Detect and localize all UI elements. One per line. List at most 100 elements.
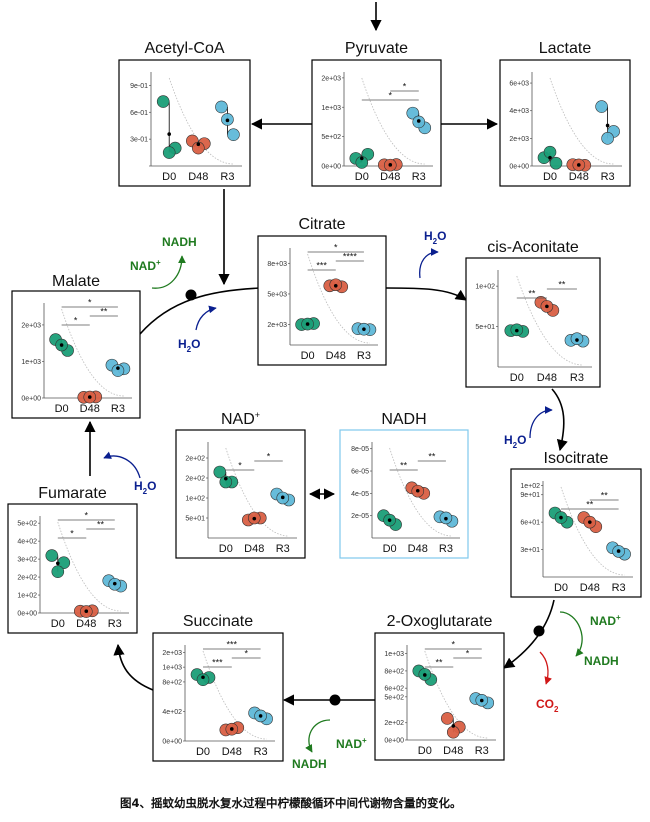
y-tick-label: 1e+03 bbox=[384, 651, 404, 658]
x-category-D48: D48 bbox=[244, 543, 264, 555]
x-category-D0: D0 bbox=[543, 171, 557, 183]
mean-marker bbox=[559, 515, 563, 520]
mean-marker bbox=[577, 163, 581, 167]
x-category-D0: D0 bbox=[383, 543, 397, 555]
panel-title: Malate bbox=[52, 273, 100, 290]
y-tick-label: 6e+02 bbox=[384, 686, 404, 693]
group-D48 bbox=[219, 721, 245, 737]
group-D0 bbox=[49, 333, 74, 357]
y-tick-label: 2e+03 bbox=[321, 75, 341, 82]
mean-marker bbox=[545, 304, 549, 309]
x-category-D0: D0 bbox=[55, 403, 69, 415]
group-R3 bbox=[105, 358, 131, 377]
mean-marker bbox=[451, 724, 456, 728]
trend-guide bbox=[168, 77, 234, 165]
panel-title: NADH bbox=[381, 411, 426, 428]
panel-title: Succinate bbox=[183, 613, 253, 630]
mean-marker bbox=[360, 156, 364, 161]
mean-marker bbox=[112, 581, 117, 586]
sig-label: * bbox=[88, 298, 92, 308]
sig-label: * bbox=[74, 316, 78, 326]
x-category-R3: R3 bbox=[254, 746, 268, 758]
data-point bbox=[162, 146, 176, 159]
data-point bbox=[595, 100, 608, 113]
y-tick-label: 8e+02 bbox=[162, 679, 182, 686]
mean-marker bbox=[415, 488, 420, 493]
x-category-D48: D48 bbox=[326, 350, 346, 362]
y-tick-label: 8e+02 bbox=[384, 668, 404, 675]
group-D48 bbox=[186, 134, 211, 155]
mean-marker bbox=[224, 476, 228, 481]
mean-marker bbox=[548, 155, 552, 160]
group-R3 bbox=[406, 106, 432, 135]
x-category-D48: D48 bbox=[222, 746, 242, 758]
group-R3 bbox=[606, 541, 631, 561]
x-category-D0: D0 bbox=[355, 171, 369, 183]
y-tick-label: 5e+01 bbox=[475, 324, 495, 331]
x-category-R3: R3 bbox=[220, 171, 234, 183]
group-D0 bbox=[412, 664, 438, 686]
data-point bbox=[156, 95, 170, 108]
y-tick-label: 9e+01 bbox=[520, 492, 540, 499]
y-tick-label: 1e+02 bbox=[520, 483, 540, 490]
y-tick-label: 3e+02 bbox=[17, 557, 37, 564]
data-point bbox=[196, 673, 210, 687]
y-tick-label: 0e+00 bbox=[17, 611, 37, 618]
mean-marker bbox=[116, 366, 120, 370]
x-category-D0: D0 bbox=[301, 350, 315, 362]
group-D0 bbox=[537, 145, 563, 170]
panel-title: Pyruvate bbox=[345, 40, 408, 57]
trend-guide bbox=[361, 77, 425, 165]
trend-guide bbox=[307, 253, 370, 344]
sig-label: **** bbox=[343, 252, 358, 262]
mean-marker bbox=[387, 518, 392, 522]
y-tick-label: 2e+03 bbox=[509, 136, 529, 143]
group-D48 bbox=[440, 712, 466, 739]
group-D0 bbox=[548, 506, 574, 529]
y-tick-label: 8e-05 bbox=[351, 446, 369, 453]
group-R3 bbox=[595, 100, 620, 145]
data-point bbox=[213, 465, 227, 479]
x-category-R3: R3 bbox=[357, 350, 371, 362]
mean-marker bbox=[479, 698, 484, 703]
panel-frame bbox=[11, 290, 141, 419]
mean-marker bbox=[87, 395, 92, 399]
x-category-R3: R3 bbox=[612, 582, 626, 594]
panel-frame bbox=[7, 503, 138, 634]
group-R3 bbox=[215, 100, 240, 141]
y-tick-label: 0e+00 bbox=[384, 738, 404, 745]
y-tick-label: 4e-05 bbox=[351, 491, 369, 498]
x-category-R3: R3 bbox=[108, 618, 122, 630]
mean-marker bbox=[388, 163, 393, 167]
panel-oxoglutarate: 2-Oxoglutarate0e+002e+025e+026e+028e+021… bbox=[374, 613, 505, 761]
x-category-D48: D48 bbox=[537, 372, 557, 384]
group-D48 bbox=[534, 296, 560, 317]
x-category-D0: D0 bbox=[162, 171, 176, 183]
group-D0 bbox=[504, 323, 530, 338]
cofactor-arrows bbox=[103, 248, 584, 753]
group-D48 bbox=[241, 511, 267, 527]
group-D0 bbox=[190, 668, 216, 687]
mean-marker bbox=[616, 549, 621, 553]
x-category-D48: D48 bbox=[408, 543, 428, 555]
x-category-D48: D48 bbox=[80, 403, 100, 415]
x-category-D0: D0 bbox=[510, 372, 524, 384]
sig-label: * bbox=[238, 461, 242, 471]
mean-marker bbox=[515, 328, 519, 333]
label-nadh-succinate: NADH bbox=[292, 757, 327, 771]
data-point bbox=[192, 141, 205, 155]
mean-marker bbox=[416, 119, 421, 123]
y-tick-label: 0e+00 bbox=[509, 164, 529, 171]
mean-marker bbox=[333, 283, 338, 288]
label-nadh-oxoglutarate: NADH bbox=[584, 654, 619, 668]
panel-frame bbox=[152, 632, 284, 762]
trend-guide bbox=[424, 650, 488, 739]
sig-label: ** bbox=[558, 280, 566, 290]
group-D48 bbox=[566, 158, 592, 172]
